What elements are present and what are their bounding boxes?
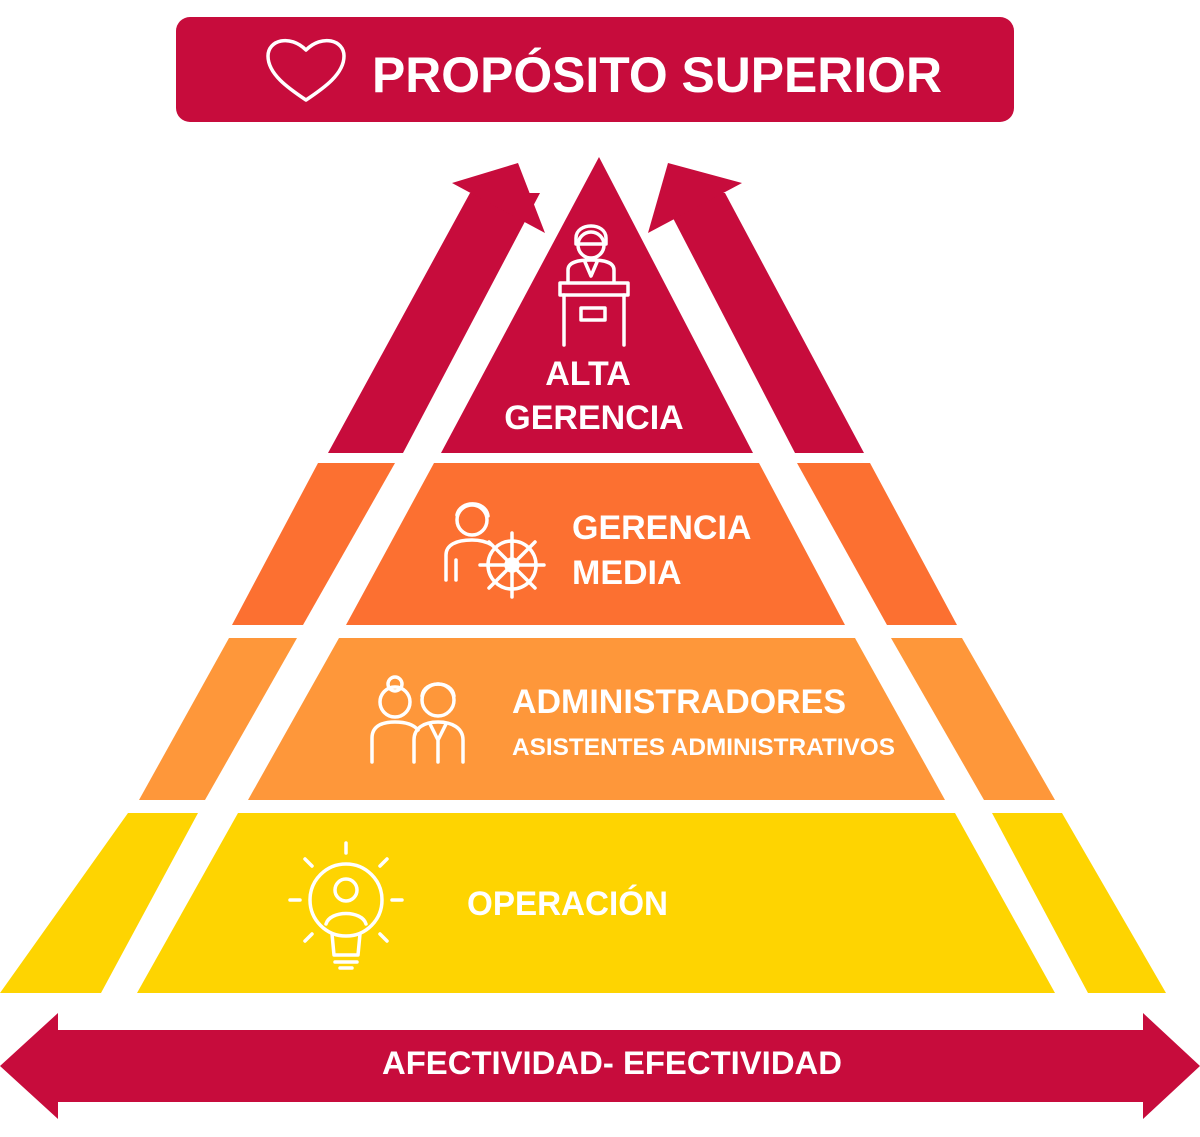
level-gerencia-media-line1: GERENCIA	[572, 509, 751, 547]
left-band-administradores	[139, 638, 297, 800]
lightbulb-person-icon	[288, 841, 404, 970]
level-operacion	[137, 813, 1055, 993]
two-people-icon	[370, 675, 465, 764]
level-operacion-label: OPERACIÓN	[467, 885, 668, 923]
podium-speaker-icon	[558, 224, 630, 347]
right-band-alta	[660, 193, 864, 453]
level-alta-gerencia-line1: ALTA	[545, 355, 631, 393]
level-alta-gerencia	[441, 157, 753, 453]
heart-icon	[266, 38, 346, 102]
left-band-gerencia-media	[232, 463, 395, 625]
left-band-alta	[328, 193, 540, 453]
header-title: PROPÓSITO SUPERIOR	[372, 47, 942, 103]
manager-helm-icon	[444, 502, 546, 599]
left-arrow-head	[452, 163, 545, 233]
header-banner	[176, 17, 1014, 122]
level-gerencia-media-line2: MEDIA	[572, 554, 682, 592]
right-band-gerencia-media	[797, 463, 957, 625]
right-band-administradores	[891, 638, 1055, 800]
level-administradores-title: ADMINISTRADORES	[512, 683, 846, 721]
right-band-operacion	[992, 813, 1166, 993]
right-arrow-head	[648, 163, 742, 233]
level-alta-gerencia-line2: GERENCIA	[504, 399, 683, 437]
footer-double-arrow	[0, 1013, 1200, 1119]
level-administradores	[248, 638, 945, 800]
footer-label: AFECTIVIDAD- EFECTIVIDAD	[382, 1045, 842, 1081]
left-band-operacion	[0, 813, 198, 993]
level-administradores-subtitle: ASISTENTES ADMINISTRATIVOS	[512, 734, 895, 761]
